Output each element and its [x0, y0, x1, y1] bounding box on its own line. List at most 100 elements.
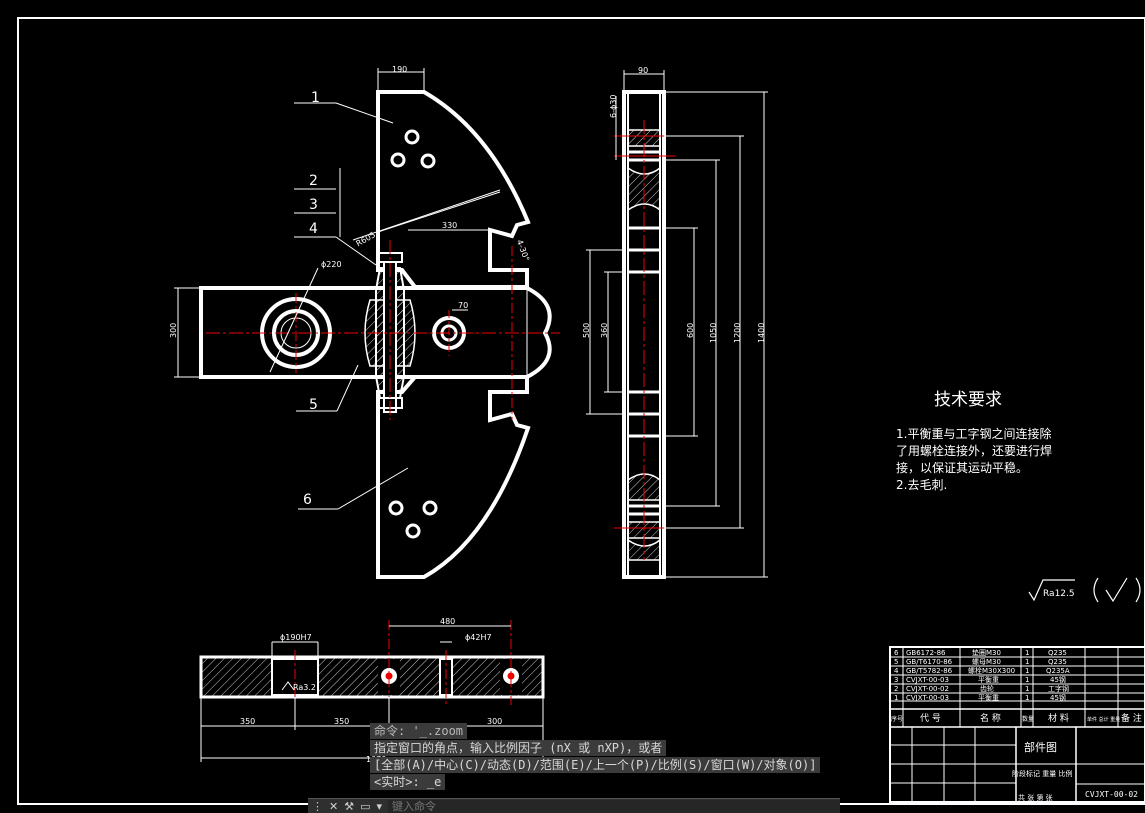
tb-header-remark: 备 注 [1121, 712, 1142, 724]
chevron-down-icon[interactable]: ▾ [376, 799, 383, 813]
dim-300-b: 300 [487, 717, 502, 726]
tb-row-code: CVJXT-00-03 [906, 676, 949, 684]
roughness-ra125: Ra12.5 [1043, 589, 1075, 599]
tb-row-qty: 1 [1025, 658, 1029, 666]
upper-hole [404, 129, 420, 145]
stage-mark: 阶段标记 重量 比例 [1012, 769, 1072, 778]
command-prompt-line-1: 指定窗口的角点，输入比例因子 (nX 或 nXP)，或者 [370, 740, 667, 756]
dim-600: 600 [686, 323, 695, 338]
upper-hole [420, 153, 436, 169]
dim-holes: 6-ϕ30 [609, 95, 618, 118]
notes-line-2: 了用螺栓连接外，还要进行焊 [896, 443, 1052, 458]
side-view [586, 70, 768, 579]
tb-row-qty: 1 [1025, 685, 1029, 693]
tb-header-code: 代 号 [920, 713, 941, 724]
tb-header-weight: 单件 总计 重量 [1087, 716, 1120, 723]
tb-row-mat: 工字钢 [1048, 684, 1069, 693]
drawing-border [17, 17, 1145, 805]
dim-phi42h7: ϕ42H7 [465, 633, 492, 642]
dim-300: 300 [169, 323, 178, 338]
title-block-rows: 6 GB6172-86 垫圈M30 1 Q235 5 GB/T6170-86 螺… [894, 648, 1070, 702]
tb-row-code: GB/T6170-86 [906, 658, 953, 666]
tb-row-name: 螺栓M30X300 [968, 666, 1015, 675]
dim-1050: 1050 [709, 323, 718, 343]
tb-row-name: 平衡重 [978, 675, 999, 684]
tb-row-no: 3 [894, 676, 898, 684]
grip-icon[interactable]: ⋮ [312, 799, 323, 813]
roughness-symbol [1028, 577, 1141, 603]
tb-row-name: 垫圈M30 [972, 648, 1001, 657]
dim-480: 480 [440, 617, 455, 626]
command-prompt-line-3: <实时>: _e [370, 774, 446, 790]
title-block [889, 646, 1145, 803]
dim-360: 360 [600, 323, 609, 338]
notes-title: 技术要求 [934, 390, 1002, 410]
balloon-2: 2 [309, 173, 318, 189]
drawing-title: 部件图 [1024, 740, 1057, 754]
lower-hole [422, 500, 438, 516]
upper-hole [390, 152, 406, 168]
tb-row-code: GB/T5782-86 [906, 667, 953, 675]
command-prompt-line-2: [全部(A)/中心(C)/动态(D)/范围(E)/上一个(P)/比例(S)/窗口… [370, 757, 821, 773]
lower-hole [388, 500, 404, 516]
command-input[interactable] [388, 799, 840, 813]
lower-counterweight [376, 375, 531, 579]
dim-90: 90 [638, 66, 648, 75]
balloon-1: 1 [311, 90, 320, 106]
wrench-icon[interactable]: ⚒ [344, 799, 355, 813]
tb-row-mat: Q235A [1046, 667, 1070, 675]
notes-line-1: 1.平衡重与工字钢之间连接除 [896, 426, 1051, 441]
dim-1200: 1200 [733, 323, 742, 343]
command-bar: ⋮ ✕ ⚒ ▭ ▾ [308, 798, 840, 813]
notes-line-3: 接，以保证其运动平稳。 [896, 460, 1028, 475]
balloon-6: 6 [303, 492, 312, 508]
dim-1400: 1400 [757, 323, 766, 343]
dim-350-b: 350 [334, 717, 349, 726]
tb-row-qty: 1 [1025, 667, 1029, 675]
tb-row-no: 2 [894, 685, 898, 693]
terminal-icon[interactable]: ▭ [360, 799, 371, 813]
tb-header-name: 名 称 [980, 712, 1001, 724]
tb-row-no: 1 [894, 694, 898, 702]
lower-hole [405, 523, 421, 539]
tb-header-no: 序号 [891, 715, 903, 723]
dim-phi220: ϕ220 [321, 260, 342, 269]
roughness-ra32: Ra3.2 [293, 683, 316, 692]
tb-header-qty: 数量 [1022, 715, 1034, 723]
balloon-4: 4 [309, 221, 318, 237]
dim-angle: 4-30° [515, 239, 531, 263]
close-icon[interactable]: ✕ [329, 799, 339, 813]
tb-row-no: 4 [894, 667, 899, 675]
balloon-3: 3 [309, 197, 318, 213]
tb-row-qty: 1 [1025, 676, 1029, 684]
tb-row-no: 6 [894, 649, 899, 657]
tb-row-qty: 1 [1025, 694, 1029, 702]
tb-row-code: CVJXT-00-02 [906, 685, 949, 693]
tb-row-name: 齿轮 [980, 684, 994, 693]
tb-row-mat: 45钢 [1050, 675, 1066, 684]
upper-counterweight [376, 90, 531, 289]
drawing-number: CVJXT-00-02 [1085, 790, 1138, 799]
dim-r605: R605 [355, 230, 378, 248]
command-history: 命令: '_.zoom 指定窗口的角点，输入比例因子 (nX 或 nXP)，或者… [370, 723, 830, 791]
notes-line-4: 2.去毛刺. [896, 478, 947, 492]
tb-row-code: CVJXT-00-03 [906, 694, 949, 702]
balloon-5: 5 [309, 397, 318, 413]
dim-phi190h7: ϕ190H7 [280, 633, 312, 642]
bottom-section-view [199, 620, 545, 762]
dim-70: 70 [458, 301, 468, 310]
tb-row-no: 5 [894, 658, 898, 666]
command-history-line: 命令: '_.zoom [370, 723, 468, 739]
sheet-count: 共 张 第 张 [1018, 793, 1053, 802]
tb-row-mat: 45钢 [1050, 693, 1066, 702]
dim-350-a: 350 [240, 717, 255, 726]
tb-row-code: GB6172-86 [906, 649, 946, 657]
dim-190: 190 [392, 65, 407, 74]
front-view [174, 68, 560, 579]
dim-330: 330 [442, 221, 457, 230]
dim-500: 500 [582, 323, 591, 338]
tb-row-name: 平衡重 [978, 693, 999, 702]
tb-row-mat: Q235 [1048, 649, 1067, 657]
tb-row-name: 螺母M30 [972, 657, 1001, 666]
